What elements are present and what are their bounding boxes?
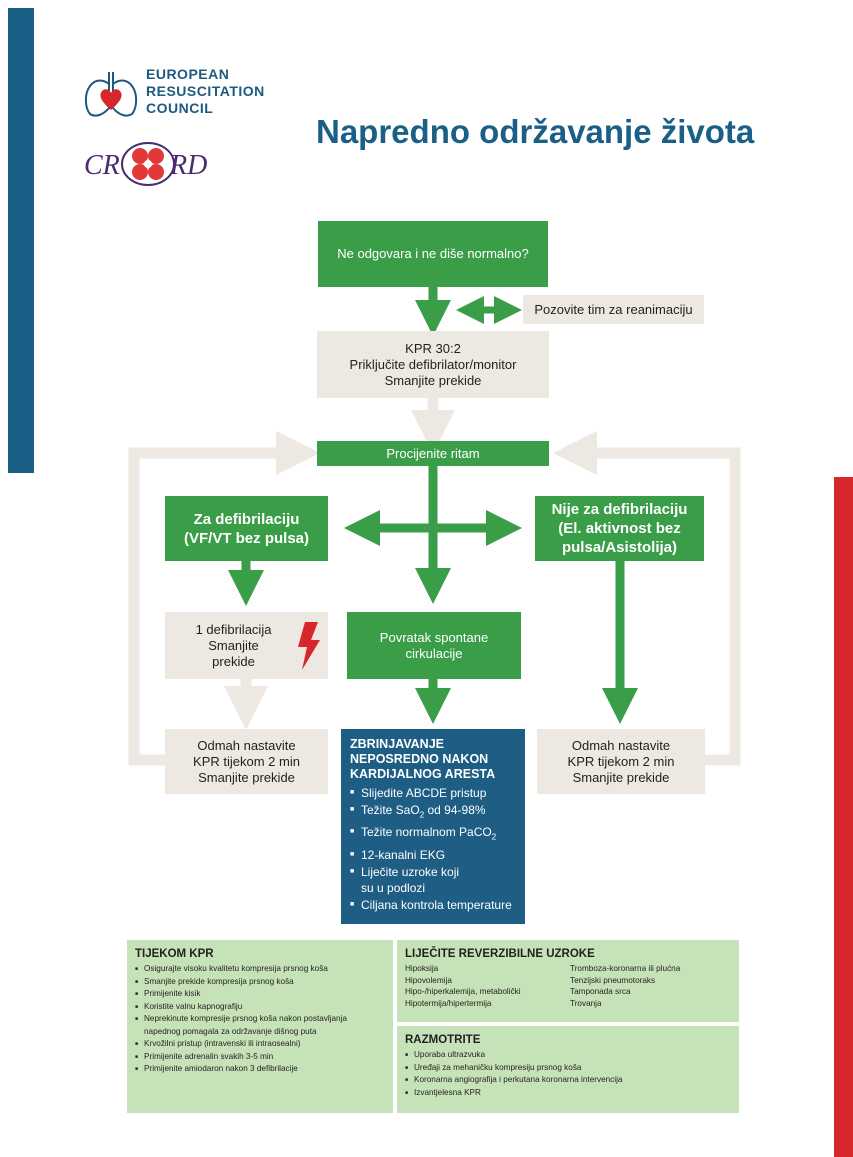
during-cpr-item: Primijenite kisik <box>135 988 385 1001</box>
cause-item: Tamponada srca <box>570 987 631 996</box>
post-item-sao2-post: od 94-98% <box>424 803 486 817</box>
during-cpr-panel: TIJEKOM KPR Osigurajte visoku kvalitetu … <box>127 940 393 1113</box>
consider-list: Uporaba ultrazvuka Uređaji za mehaničku … <box>405 1049 731 1099</box>
during-cpr-item: Osigurajte visoku kvalitetu kompresija p… <box>135 963 385 976</box>
reversible-columns: Hipoksija Hipovolemija Hipo-/hiperkalemi… <box>405 963 731 1009</box>
reversible-right-column: Tromboza-koronarna ili plućna Tenzijski … <box>570 963 680 1009</box>
call-team-box: Pozovite tim za reanimaciju <box>523 295 704 324</box>
shock-line-2: Smanjite <box>208 637 259 653</box>
resume-right-line-3: Smanjite prekide <box>572 769 670 785</box>
assess-rhythm-box: Procijenite ritam <box>317 441 549 466</box>
post-item-sao2-pre: Težite SaO <box>361 803 420 817</box>
resume-left-line-2: KPR tijekom 2 min <box>193 753 300 769</box>
post-item-causes-line-2: su u podlozi <box>361 880 426 895</box>
during-cpr-item: Koristite valnu kapnografiju <box>135 1001 385 1014</box>
consider-item: Uređaji za mehaničku kompresiju prsnog k… <box>405 1062 731 1075</box>
resume-cpr-right-box: Odmah nastavite KPR tijekom 2 min Smanji… <box>537 729 705 794</box>
post-item-ecg: 12-kanalni EKG <box>350 847 519 863</box>
page-title: Napredno održavanje života <box>316 113 755 150</box>
nonshock-line-1: Nije za defibrilaciju <box>551 501 688 518</box>
cause-item: Tenzijski pneumotoraks <box>570 975 656 985</box>
loop-right <box>553 431 741 766</box>
reversible-title: LIJEČITE REVERZIBILNE UZROKE <box>405 948 595 960</box>
rosc-box: Povratak spontane cirkulacije <box>347 612 521 679</box>
cause-item: Hipoksija <box>405 964 439 973</box>
nonshock-line-2: (El. aktivnost bez <box>558 520 681 537</box>
cr-rd-clover-logo: CR RD <box>84 142 207 186</box>
consider-item: Koronarna angiografija i perkutana koron… <box>405 1074 731 1087</box>
shock-line-3: prekide <box>212 653 255 669</box>
erc-line-2: RESUSCITATION <box>146 83 265 99</box>
during-cpr-item-line-1: Neprekinute kompresije prsnog koša nakon… <box>144 1014 347 1023</box>
consider-item: Izvantjelesna KPR <box>405 1087 731 1100</box>
consider-title: RAZMOTRITE <box>405 1034 481 1046</box>
cause-item: Hipotermija/hipertermija <box>405 998 492 1008</box>
cause-item: Hipo-/hiperkalemija, metabolički <box>405 987 521 996</box>
reversible-causes-panel: LIJEČITE REVERZIBILNE UZROKE Hipoksija H… <box>397 940 739 1022</box>
post-title-line-3: KARDIJALNOG ARESTA <box>350 767 496 781</box>
reversible-left-column: Hipoksija Hipovolemija Hipo-/hiperkalemi… <box>405 963 570 1009</box>
rosc-line-1: Povratak spontane <box>379 629 489 645</box>
consider-panel: RAZMOTRITE Uporaba ultrazvuka Uređaji za… <box>397 1026 739 1113</box>
erc-line-1: EUROPEAN <box>146 66 230 82</box>
non-shockable-box: Nije za defibrilaciju (El. aktivnost bez… <box>535 496 704 561</box>
resume-left-line-3: Smanjite prekide <box>198 769 295 785</box>
during-cpr-item: Smanjite prekide kompresija prsnog koša <box>135 976 385 989</box>
during-cpr-title: TIJEKOM KPR <box>135 948 214 960</box>
resume-cpr-left-box: Odmah nastavite KPR tijekom 2 min Smanji… <box>165 729 328 794</box>
cause-item: Hipovolemija <box>405 975 452 985</box>
post-item-temperature: Ciljana kontrola temperature <box>350 897 519 913</box>
post-arrest-box: ZBRINJAVANJE NEPOSREDNO NAKON KARDIJALNO… <box>341 729 525 924</box>
start-box: Ne odgovara i ne diše normalno? <box>318 221 548 287</box>
lungs-heart-logo <box>84 72 138 117</box>
during-cpr-item: Neprekinute kompresije prsnog koša nakon… <box>135 1013 385 1038</box>
shockable-box: Za defibrilaciju (VF/VT bez pulsa) <box>165 496 328 561</box>
post-item-paco2-sub: 2 <box>491 832 497 842</box>
post-item-causes-line-1: Liječite uzroke koji <box>361 864 460 879</box>
post-item-abcde: Slijedite ABCDE pristup <box>350 785 519 801</box>
post-arrest-title: ZBRINJAVANJE NEPOSREDNO NAKON KARDIJALNO… <box>350 737 519 782</box>
svg-text:CR: CR <box>84 150 120 181</box>
erc-line-3: COUNCIL <box>146 100 214 116</box>
left-blue-bar <box>8 8 34 473</box>
post-title-line-1: ZBRINJAVANJE <box>350 737 444 751</box>
erc-name: EUROPEAN RESUSCITATION COUNCIL <box>146 66 265 117</box>
cpr-line-3: Smanjite prekide <box>384 372 482 388</box>
post-title-line-2: NEPOSREDNO NAKON <box>350 752 489 766</box>
cpr-line-1: KPR 30:2 <box>405 340 461 356</box>
shockable-line-2: (VF/VT bez pulsa) <box>183 529 309 547</box>
post-item-paco2: Težite normalnom PaCO2 <box>350 824 519 845</box>
resume-right-line-2: KPR tijekom 2 min <box>567 753 675 769</box>
post-arrest-list: Slijedite ABCDE pristup Težite SaO2 od 9… <box>350 785 519 913</box>
shock-text: 1 defibrilacija Smanjite prekide <box>196 622 272 670</box>
lightning-bolt-icon <box>298 622 320 670</box>
rosc-line-2: cirkulacije <box>405 645 463 661</box>
resume-left-line-1: Odmah nastavite <box>197 737 296 753</box>
post-item-sao2-sub: 2 <box>419 810 425 820</box>
during-cpr-item: Krvožilni pristup (intravenski ili intra… <box>135 1038 385 1051</box>
cause-item: Tromboza-koronarna ili plućna <box>570 964 681 973</box>
shockable-line-1: Za defibrilaciju <box>193 510 300 528</box>
cause-item: Trovanja <box>570 998 602 1008</box>
loop-left <box>128 431 320 766</box>
during-cpr-list: Osigurajte visoku kvalitetu kompresija p… <box>135 963 385 1076</box>
post-item-sao2: Težite SaO2 od 94-98% <box>350 802 519 823</box>
during-cpr-item-line-2: napednog pomagala za održavanje dišnog p… <box>144 1026 317 1036</box>
resume-right-line-1: Odmah nastavite <box>571 737 671 753</box>
cpr-box: KPR 30:2 Priključite defibrilator/monito… <box>317 331 549 398</box>
during-cpr-item: Primijenite amiodaron nakon 3 defibrilac… <box>135 1063 385 1076</box>
consider-item: Uporaba ultrazvuka <box>405 1049 731 1062</box>
svg-text:RD: RD <box>169 150 207 181</box>
shock-line-1: 1 defibrilacija <box>195 621 272 637</box>
post-item-paco2-pre: Težite normalnom PaCO <box>361 825 492 840</box>
cpr-line-2: Priključite defibrilator/monitor <box>349 356 517 372</box>
right-red-bar <box>834 477 853 1157</box>
during-cpr-item: Primijenite adrenalin svakih 3-5 min <box>135 1051 385 1064</box>
nonshock-line-3: pulsa/Asistolija) <box>561 539 678 556</box>
